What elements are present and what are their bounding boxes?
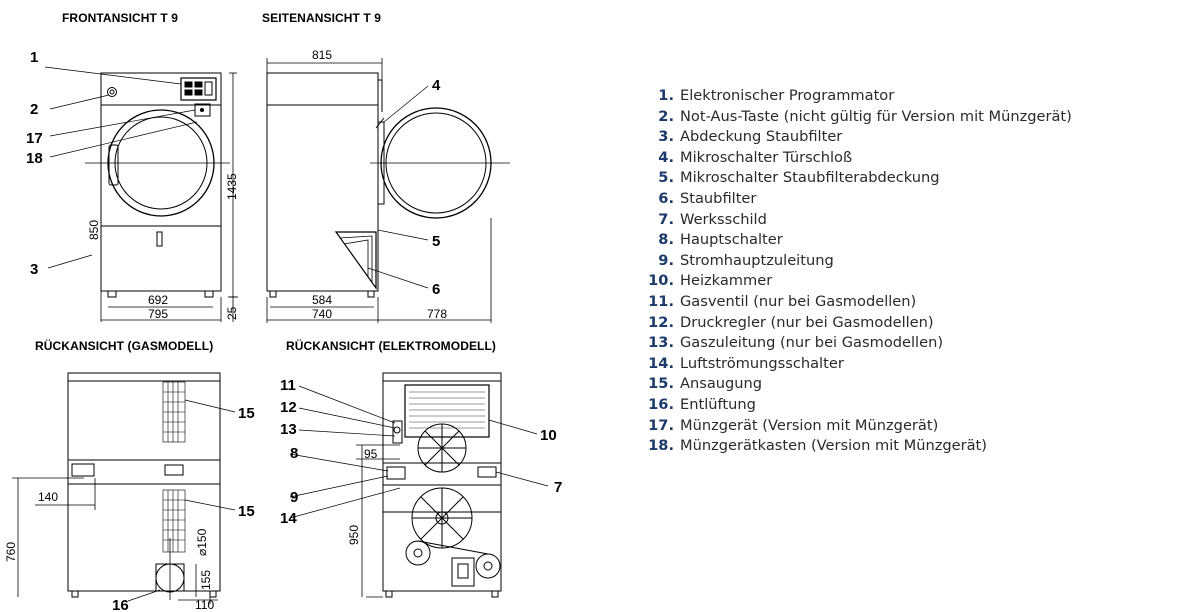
legend-item: 2.Not-Aus-Taste (nicht gültig für Versio…	[658, 107, 1072, 125]
callout-16: 16	[112, 597, 129, 612]
legend-item: 18.Münzgerätkasten (Version mit Münzgerä…	[648, 437, 987, 455]
side-view-title: SEITENANSICHT T 9	[262, 11, 382, 25]
callout-2: 2	[30, 101, 38, 118]
dim-side-depth-top: 815	[312, 48, 332, 62]
legend-item: 12.Druckregler (nur bei Gasmodellen)	[648, 313, 934, 331]
legend-item: 9.Stromhauptzuleitung	[658, 251, 834, 269]
legend-item: 3.Abdeckung Staubfilter	[658, 128, 843, 146]
callout-11: 11	[280, 377, 296, 394]
dim-front-inner-width: 692	[148, 293, 168, 307]
legend-item: 7.Werksschild	[658, 210, 767, 228]
front-view-title: FRONTANSICHT T 9	[62, 11, 179, 25]
side-cabinet	[266, 72, 379, 292]
dim-gas-duct-offset: 110	[195, 598, 214, 612]
legend-item: 4.Mikroschalter Türschloß	[658, 148, 853, 166]
dim-gas-duct-height: 155	[199, 570, 213, 590]
dim-side-door-open: 778	[427, 307, 447, 321]
callout-15b: 15	[238, 503, 255, 520]
dim-gas-duct-dia: ⌀150	[195, 528, 209, 556]
legend-item: 10.Heizkammer	[648, 272, 773, 290]
dim-front-width: 795	[148, 307, 168, 321]
filter-cover-handle	[156, 231, 163, 247]
legend-item: 6.Staubfilter	[658, 189, 757, 207]
callout-7: 7	[554, 479, 562, 496]
rear-electric-cabinet	[382, 372, 502, 592]
intake-grid-upper	[162, 381, 186, 443]
callout-3: 3	[30, 261, 38, 278]
legend-item: 13.Gaszuleitung (nur bei Gasmodellen)	[648, 334, 944, 352]
rear-electric-view	[289, 372, 549, 598]
callout-10: 10	[540, 427, 557, 444]
intake-grid-lower	[162, 489, 186, 553]
side-view	[266, 58, 510, 323]
legend-item: 11.Gasventil (nur bei Gasmodellen)	[648, 292, 917, 310]
parts-legend: 1.Elektronischer Programmator 2.Not-Aus-…	[648, 86, 1072, 457]
dim-el-height: 950	[347, 525, 361, 545]
legend-item: 16.Entlüftung	[648, 395, 756, 413]
callout-15a: 15	[238, 405, 255, 422]
callout-5: 5	[432, 233, 440, 250]
dim-el-offset: 95	[364, 447, 378, 461]
technical-drawing: 1435 850 692 795 25 815 584 740 778 140 …	[4, 48, 562, 612]
legend-item: 8.Hauptschalter	[658, 231, 783, 249]
callout-17: 17	[26, 130, 43, 147]
callout-12: 12	[280, 399, 297, 416]
callout-8: 8	[290, 445, 298, 462]
dim-gas-height: 760	[4, 542, 18, 562]
dim-side-depth: 740	[312, 307, 332, 321]
legend-item: 15.Ansaugung	[648, 375, 763, 393]
filter-cover-open	[334, 231, 377, 290]
dim-side-inner: 584	[312, 293, 332, 307]
heating-chamber	[404, 384, 490, 438]
rear-electric-view-title: RÜCKANSICHT (ELEKTROMODELL)	[286, 339, 497, 353]
legend-item: 14.Luftströmungsschalter	[648, 354, 844, 372]
control-panel	[180, 77, 217, 101]
callout-13: 13	[280, 421, 297, 438]
legend-item: 1.Elektronischer Programmator	[658, 87, 895, 104]
legend-item: 5.Mikroschalter Staubfilterabdeckung	[658, 169, 940, 187]
emergency-button	[107, 87, 117, 97]
callout-4: 4	[432, 77, 441, 94]
dim-front-foot: 25	[225, 306, 239, 320]
callout-1: 1	[30, 49, 38, 66]
rear-gas-view-title: RÜCKANSICHT (GASMODELL)	[35, 339, 214, 353]
dim-gas-offset: 140	[38, 490, 58, 504]
callout-18: 18	[26, 150, 43, 167]
dim-front-height: 1435	[225, 173, 239, 200]
rear-gas-cabinet	[67, 372, 221, 592]
front-view	[44, 66, 238, 322]
rear-gas-view	[12, 372, 236, 604]
callout-6: 6	[432, 281, 440, 298]
callout-14: 14	[280, 510, 297, 527]
legend-item: 17.Münzgerät (Version mit Münzgerät)	[648, 416, 939, 434]
callout-9: 9	[290, 489, 298, 506]
dim-front-mid-height: 850	[87, 220, 101, 240]
